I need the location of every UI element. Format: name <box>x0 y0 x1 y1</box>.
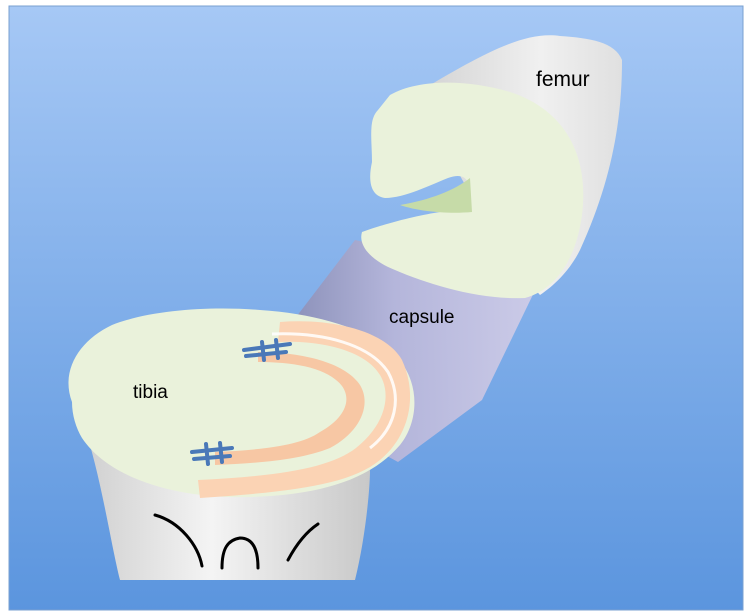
label-tibia: tibia <box>133 382 168 403</box>
femur-condyle <box>361 83 583 299</box>
label-femur: femur <box>536 68 590 91</box>
label-capsule: capsule <box>389 307 455 328</box>
